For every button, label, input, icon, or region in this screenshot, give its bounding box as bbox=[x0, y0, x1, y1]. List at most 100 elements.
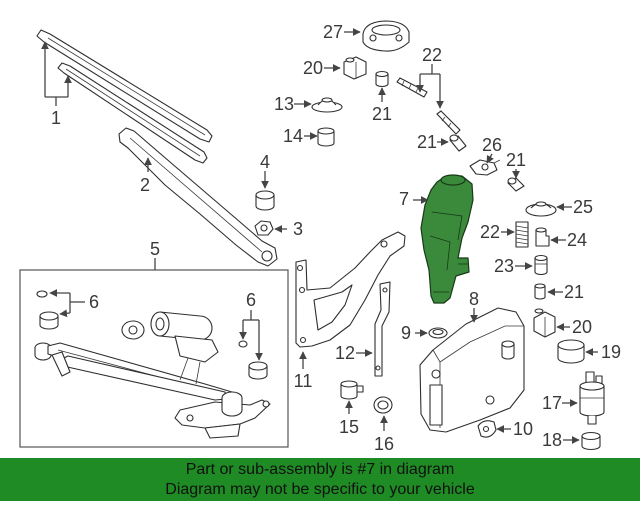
leader-26 bbox=[486, 153, 494, 164]
wiper-blade-upper bbox=[36, 29, 213, 143]
leader-lines bbox=[41, 28, 598, 444]
wiper-blade-assembly bbox=[36, 29, 213, 164]
washer-hose-segment-a bbox=[396, 77, 428, 98]
hose-union-a-body bbox=[375, 74, 389, 88]
arm-nut bbox=[254, 220, 274, 236]
washer-reservoir bbox=[419, 307, 525, 433]
callout-21-c[interactable]: 21 bbox=[506, 150, 526, 170]
callout-24[interactable]: 24 bbox=[567, 230, 587, 250]
callout-14[interactable]: 14 bbox=[283, 126, 303, 146]
callout-27[interactable]: 27 bbox=[323, 22, 343, 42]
wiper-linkage bbox=[34, 290, 271, 439]
linkage-mount-hole bbox=[186, 414, 194, 422]
washer-reservoir-pump-port-top bbox=[501, 340, 515, 348]
hose-union-d bbox=[534, 283, 546, 300]
callout-25[interactable]: 25 bbox=[573, 197, 593, 217]
callout-3[interactable]: 3 bbox=[293, 219, 303, 239]
hose-connector-right-port bbox=[534, 308, 544, 314]
filler-neck-rib bbox=[431, 211, 463, 241]
callout-1[interactable]: 1 bbox=[51, 108, 61, 128]
hose-clip-tab bbox=[493, 159, 501, 164]
pump-seal bbox=[557, 339, 585, 364]
callout-9[interactable]: 9 bbox=[401, 323, 411, 343]
grommet-top bbox=[535, 201, 547, 207]
washer-hose-rib bbox=[401, 80, 405, 87]
cap-18-top bbox=[581, 431, 601, 441]
hose-clip-10-hole bbox=[482, 425, 490, 433]
arm-nut-hole bbox=[260, 224, 268, 232]
bracket-12-body bbox=[374, 281, 391, 377]
seal-ring-9-inner bbox=[432, 328, 444, 336]
bracket-12-hole bbox=[375, 365, 381, 371]
callout-2[interactable]: 2 bbox=[140, 175, 150, 195]
washer-nozzle bbox=[362, 20, 410, 52]
callout-21-a[interactable]: 21 bbox=[372, 104, 392, 124]
spring-coil bbox=[515, 237, 529, 241]
callout-22-right[interactable]: 22 bbox=[480, 222, 500, 242]
hose-union-c-end bbox=[507, 177, 517, 185]
callout-10[interactable]: 10 bbox=[513, 419, 533, 439]
spring-coil bbox=[515, 225, 529, 229]
washer-reservoir-port bbox=[485, 395, 495, 405]
seal-ring-16 bbox=[373, 396, 393, 414]
callout-22-top[interactable]: 22 bbox=[422, 45, 442, 65]
callout-8[interactable]: 8 bbox=[469, 289, 479, 309]
plug-body bbox=[317, 131, 335, 147]
washer-nozzle-top bbox=[371, 24, 401, 36]
wiper-motor-end-cap bbox=[155, 317, 165, 331]
fitment-notice-line-1: Part or sub-assembly is #7 in diagram bbox=[185, 461, 455, 478]
washer-reservoir-pump-port bbox=[501, 344, 515, 360]
linkage-drive-rod bbox=[59, 355, 227, 401]
grommet bbox=[525, 201, 557, 217]
hose-union-b bbox=[449, 134, 467, 152]
callout-17[interactable]: 17 bbox=[542, 393, 562, 413]
callout-13[interactable]: 13 bbox=[274, 94, 294, 114]
callout-4[interactable]: 4 bbox=[260, 152, 270, 172]
callout-20-top[interactable]: 20 bbox=[303, 58, 323, 78]
washer-hose-rib bbox=[441, 116, 446, 122]
wiper-motor-link bbox=[195, 361, 201, 385]
wiper-blade-upper-edge bbox=[47, 37, 206, 136]
linkage-right-pivot-shaft bbox=[221, 398, 243, 417]
callout-23[interactable]: 23 bbox=[494, 256, 514, 276]
washer-nozzle-jet-left bbox=[369, 34, 377, 42]
reservoir-bracket-hole bbox=[298, 286, 306, 294]
callout-16[interactable]: 16 bbox=[374, 434, 394, 454]
arm-cap-top bbox=[255, 190, 275, 200]
reservoir-bracket-cutout bbox=[313, 284, 353, 331]
filler-neck-body bbox=[420, 175, 474, 304]
washer-reservoir-edge bbox=[439, 325, 524, 363]
level-sensor-top bbox=[340, 380, 358, 388]
arm-cap bbox=[255, 190, 275, 211]
callout-26[interactable]: 26 bbox=[482, 135, 502, 155]
callout-6-right[interactable]: 6 bbox=[246, 290, 256, 310]
callout-18[interactable]: 18 bbox=[542, 430, 562, 450]
hose-union-a-top bbox=[375, 70, 389, 78]
linkage-mount-hole bbox=[262, 400, 270, 408]
callout-12[interactable]: 12 bbox=[335, 343, 355, 363]
hose-union-d-body bbox=[534, 286, 546, 300]
seal-ring-16-inner bbox=[377, 400, 389, 410]
spring-coil bbox=[515, 229, 529, 233]
hose-union-a bbox=[375, 70, 389, 88]
callout-11[interactable]: 11 bbox=[294, 371, 313, 391]
fitment-notice-banner: Part or sub-assembly is #7 in diagram Di… bbox=[0, 458, 640, 501]
washer-pump bbox=[579, 371, 605, 425]
fitting-23-body bbox=[534, 258, 548, 276]
callout-15[interactable]: 15 bbox=[339, 417, 359, 437]
hose-union-d-top bbox=[534, 283, 546, 289]
hose-clip-10 bbox=[477, 420, 497, 438]
hose-connector-right bbox=[533, 308, 556, 338]
callout-19[interactable]: 19 bbox=[601, 342, 621, 362]
callout-6-left[interactable]: 6 bbox=[89, 292, 99, 312]
callout-21-d[interactable]: 21 bbox=[564, 282, 584, 302]
linkage-grommet-right-top bbox=[248, 361, 268, 371]
callout-7[interactable]: 7 bbox=[399, 189, 409, 209]
reservoir-bracket-hole bbox=[380, 240, 388, 248]
spring-hose bbox=[515, 221, 529, 248]
callout-20-right[interactable]: 20 bbox=[572, 317, 592, 337]
wiper-blade-lower-edge bbox=[65, 68, 201, 157]
callout-5[interactable]: 5 bbox=[150, 239, 160, 259]
callout-21-b[interactable]: 21 bbox=[417, 132, 437, 152]
